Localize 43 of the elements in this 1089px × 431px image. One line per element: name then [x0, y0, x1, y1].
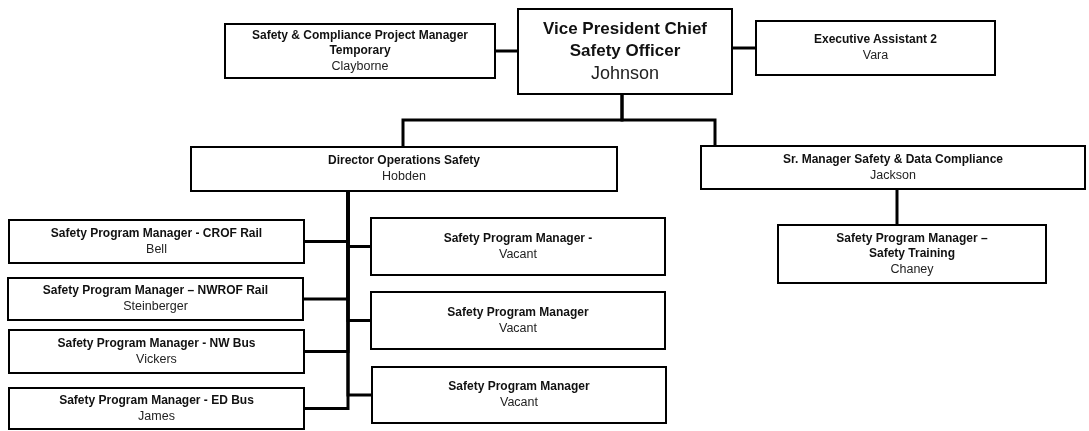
org-box: [371, 366, 667, 424]
job-title: Safety Program Manager: [447, 304, 589, 320]
job-title: Vice President Chief Safety Officer: [541, 17, 709, 62]
org-box: [370, 217, 666, 276]
person-name: James: [138, 407, 175, 425]
job-title: Sr. Manager Safety & Data Compliance: [782, 151, 1004, 167]
person-name: Vara: [862, 47, 889, 64]
job-title: Safety Program Manager – NWROF Rail: [42, 283, 269, 299]
org-box: [8, 329, 305, 374]
job-title: Safety Program Manager: [448, 379, 590, 395]
person-name: Vickers: [136, 350, 177, 368]
job-title: Safety Program Manager -: [443, 230, 593, 246]
org-box: [8, 387, 305, 430]
org-box: [7, 277, 304, 321]
org-box: [777, 224, 1047, 284]
job-title: Safety Program Manager - NW Bus: [57, 335, 256, 351]
connector-line: [733, 46, 755, 50]
person-name: Johnson: [590, 61, 660, 85]
job-title: Director Operations Safety: [327, 153, 480, 169]
job-title: Executive Assistant 2: [814, 32, 937, 48]
person-name: Vacant: [499, 245, 537, 263]
connector-line: [895, 190, 899, 224]
org-box: [370, 291, 666, 350]
person-name: Bell: [146, 240, 167, 258]
connector-line: [496, 49, 517, 53]
person-name: Vacant: [499, 319, 537, 337]
org-box: [190, 146, 618, 192]
org-box: [224, 23, 496, 79]
connector-line: [620, 95, 717, 145]
org-box: [700, 145, 1086, 190]
org-box: [755, 20, 996, 76]
job-title: Safety Program Manager - ED Bus: [59, 392, 254, 408]
org-box: [8, 219, 305, 264]
person-name: Chaney: [890, 260, 934, 278]
job-title: Safety Program Manager - CROF Rail: [50, 225, 263, 241]
job-title: Safety & Compliance Project Manager Temporary: [250, 27, 470, 58]
person-name: Clayborne: [331, 57, 389, 75]
person-name: Hobden: [382, 168, 426, 185]
person-name: Vacant: [500, 394, 538, 411]
person-name: Jackson: [870, 166, 916, 184]
person-name: Steinberger: [123, 298, 188, 315]
job-title: Safety Program Manager – Safety Training: [835, 230, 989, 261]
org-box: [517, 8, 733, 95]
